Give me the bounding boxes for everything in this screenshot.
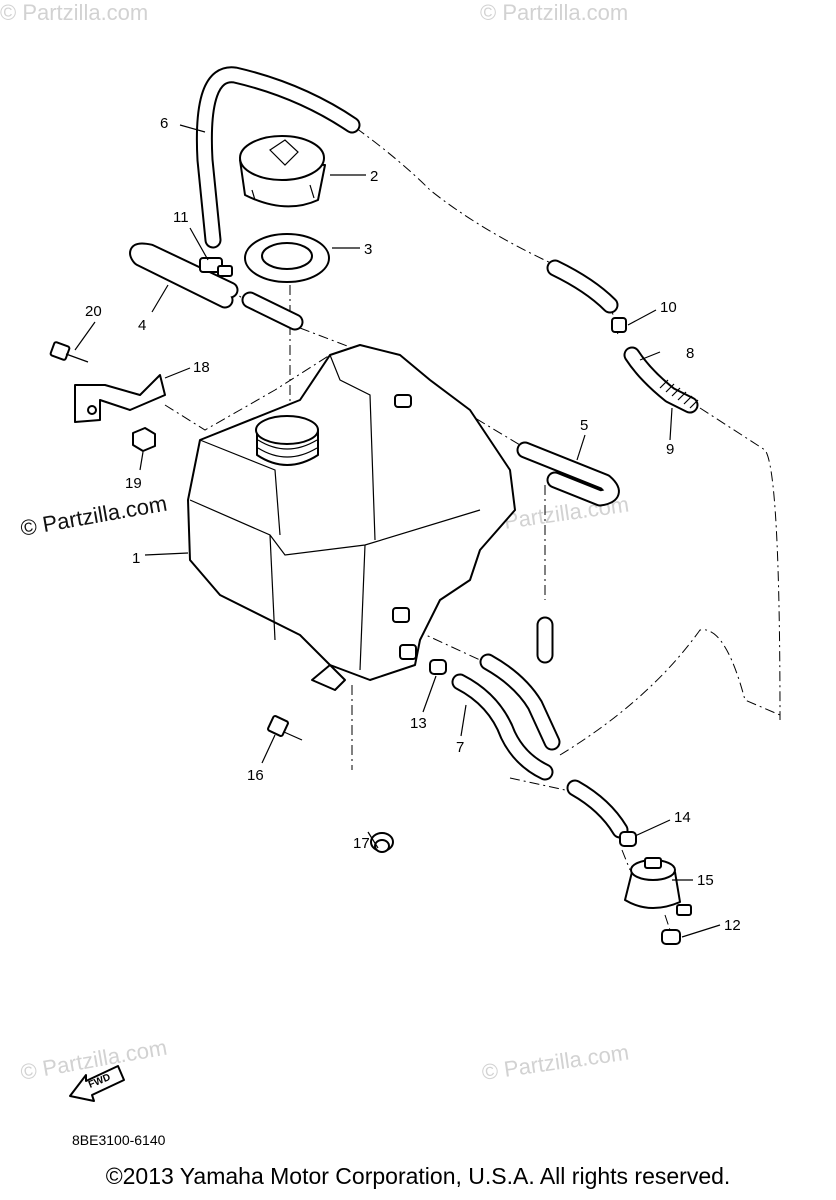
watermark: © Partzilla.com (480, 0, 628, 25)
tank-nipple (399, 644, 417, 660)
routing-line (664, 914, 671, 931)
watermark: © Partzilla.com (480, 1040, 630, 1085)
callout-20: 20 (85, 303, 102, 320)
clamp-13 (429, 659, 447, 675)
callout-15: 15 (697, 872, 714, 889)
routing-line (621, 849, 631, 871)
valve-15 (624, 857, 692, 916)
clamp-14 (619, 831, 637, 847)
reservoir-tank-1 (187, 344, 516, 691)
callout-14: 14 (674, 809, 691, 826)
callout-4: 4 (138, 317, 146, 334)
callout-7: 7 (456, 739, 464, 756)
callout-18: 18 (193, 359, 210, 376)
callout-5: 5 (580, 417, 588, 434)
routing-line (164, 354, 331, 431)
callout-13: 13 (410, 715, 427, 732)
clip-10 (611, 317, 627, 333)
callout-9: 9 (666, 441, 674, 458)
joint-11 (199, 257, 233, 277)
callout-19: 19 (125, 475, 142, 492)
routing-line (699, 407, 781, 721)
callout-11: 11 (173, 209, 189, 226)
tank-nipple (394, 394, 412, 408)
callout-17: 17 (353, 835, 370, 852)
callout-8: 8 (686, 345, 694, 362)
leader-lines (74, 124, 721, 938)
bolt-16 (267, 715, 303, 741)
clamp-12 (661, 929, 681, 945)
callout-16: 16 (247, 767, 264, 784)
callout-10: 10 (660, 299, 677, 316)
radiator-cap-2 (239, 135, 326, 208)
filler-neck (255, 415, 319, 466)
nut-19 (132, 427, 156, 452)
routing-line (355, 127, 556, 266)
bracket-18 (74, 374, 166, 423)
watermark-left: © Partzilla.com (19, 491, 169, 541)
copyright-notice: ©2013 Yamaha Motor Corporation, U.S.A. A… (105, 1163, 731, 1189)
routing-line (414, 629, 481, 661)
callout-3: 3 (364, 241, 372, 258)
spring-9 (659, 379, 699, 409)
callout-12: 12 (724, 917, 741, 934)
bolt-20 (49, 341, 89, 363)
callout-1: 1 (132, 550, 140, 567)
callout-2: 2 (370, 168, 378, 185)
routing-line (559, 629, 781, 756)
tank-nipple (392, 607, 410, 623)
gasket-3 (244, 233, 330, 283)
fwd-arrow-icon: FWD (69, 1065, 125, 1102)
callout-6: 6 (160, 115, 168, 132)
diagram-code: 8BE3100-6140 (72, 1132, 166, 1148)
watermark: © Partzilla.com (0, 0, 148, 25)
routing-line (509, 777, 566, 791)
